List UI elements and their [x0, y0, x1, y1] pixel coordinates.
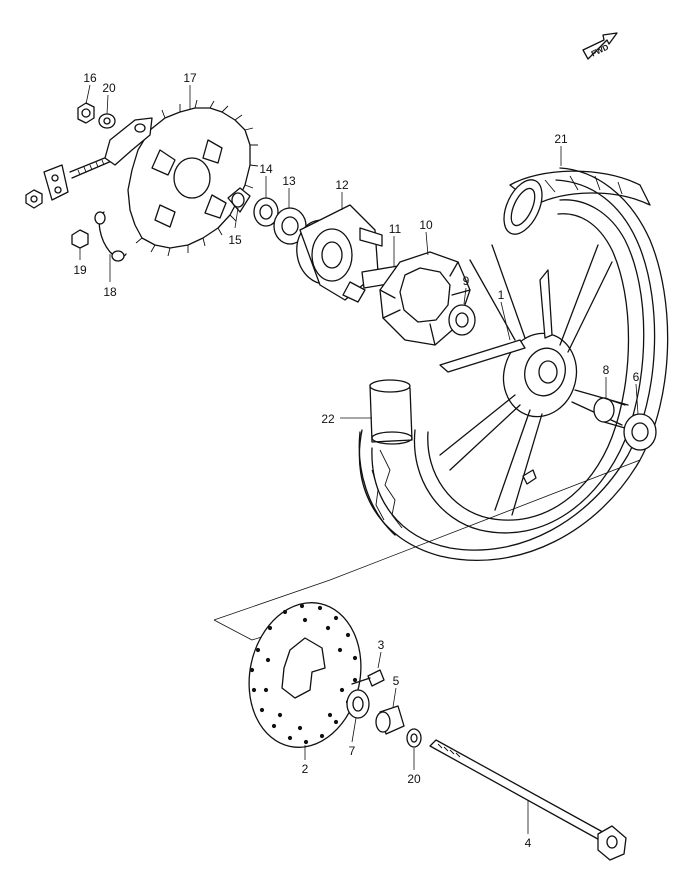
fwd-arrow-badge: FWD — [582, 32, 618, 60]
callout-13: 13 — [282, 174, 296, 188]
spacer-5 — [375, 705, 405, 735]
callout-16: 16 — [83, 71, 97, 85]
callout-5: 5 — [393, 674, 400, 688]
callout-7: 7 — [349, 744, 356, 758]
axle-section-lines — [213, 459, 641, 641]
callout-1: 1 — [498, 288, 505, 302]
axle-4 — [429, 739, 627, 861]
lock-clip-18 — [94, 211, 127, 262]
callout-labels: 16 20 17 14 13 12 15 11 10 9 19 18 21 1 … — [73, 71, 639, 850]
bearing-9 — [448, 304, 476, 336]
seal-7 — [346, 689, 370, 719]
brake-disc-2 — [248, 602, 362, 748]
bolt-3 — [351, 669, 385, 687]
rear-sprocket-17 — [127, 99, 259, 257]
leader-lines — [79, 84, 639, 834]
callout-10: 10 — [419, 218, 433, 232]
callout-14: 14 — [259, 162, 273, 176]
callout-9: 9 — [463, 274, 470, 288]
chain-adjuster-assembly — [25, 117, 153, 209]
nut-16 — [77, 102, 95, 124]
callout-20-top: 20 — [102, 81, 116, 95]
callout-19: 19 — [73, 263, 87, 277]
disc-holes — [249, 603, 358, 745]
callout-15: 15 — [228, 233, 242, 247]
wheel-tube-22 — [369, 379, 413, 445]
rear-wheel-assembly — [358, 167, 669, 561]
callout-2: 2 — [302, 762, 309, 776]
callout-21: 21 — [554, 132, 568, 146]
callout-20-bottom: 20 — [407, 772, 421, 786]
callout-12: 12 — [335, 178, 349, 192]
callout-17: 17 — [183, 71, 197, 85]
bearing-13 — [273, 207, 307, 245]
spacer-15 — [227, 187, 251, 213]
washer-20-top — [98, 113, 116, 129]
washer-20-bottom — [406, 728, 422, 748]
callout-8: 8 — [603, 363, 610, 377]
callout-4: 4 — [525, 836, 532, 850]
sprocket-drum-12 — [296, 204, 383, 303]
callout-6: 6 — [633, 370, 640, 384]
callout-11: 11 — [389, 222, 402, 236]
callout-22: 22 — [321, 412, 335, 426]
nut-19 — [71, 229, 89, 249]
cush-rubber-10 — [379, 251, 471, 346]
callout-3: 3 — [378, 638, 385, 652]
callout-18: 18 — [103, 285, 117, 299]
